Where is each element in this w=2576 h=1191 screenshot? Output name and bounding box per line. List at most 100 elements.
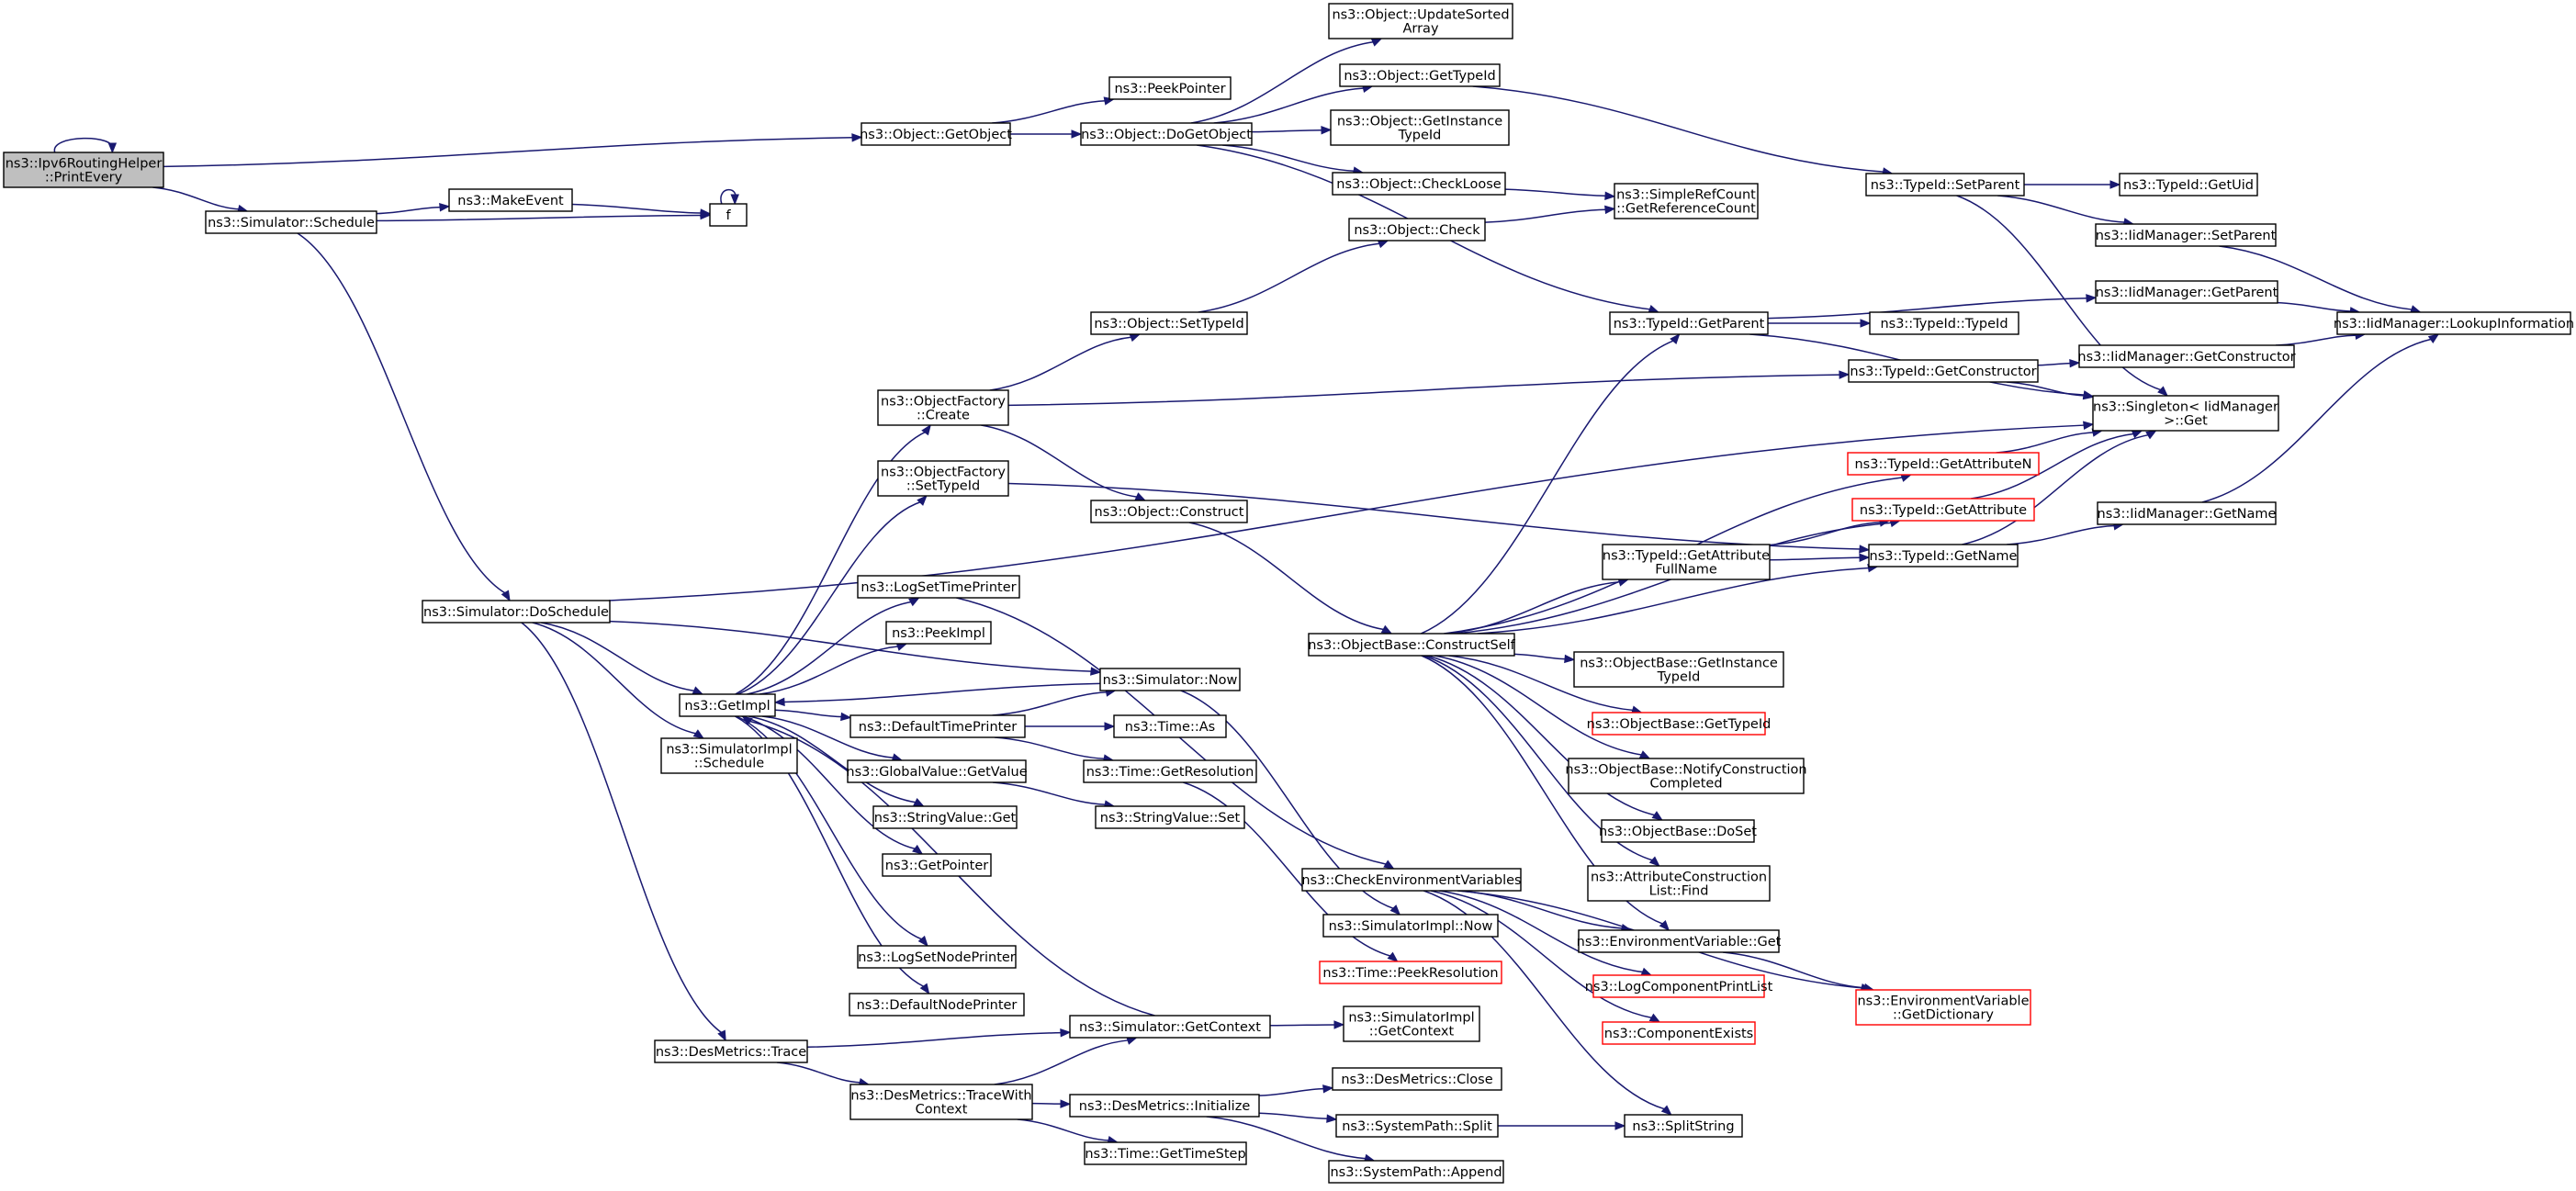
node-ns3-time-gettimestep[interactable]: ns3::Time::GetTimeStep — [1084, 1141, 1247, 1165]
node-ns3-objectfactory-create[interactable]: ns3::ObjectFactory::Create — [877, 389, 1009, 426]
node-ns3-splitstring[interactable]: ns3::SplitString — [1624, 1114, 1743, 1138]
edge-gettresolution-to-peekresolution — [1183, 781, 1399, 962]
node-ns3-makeevent[interactable]: ns3::MakeEvent — [448, 188, 573, 212]
node-ns3-simulator-doschedule[interactable]: ns3::Simulator::DoSchedule — [422, 600, 611, 624]
node-ns3-defaulttimeprinter[interactable]: ns3::DefaultTimePrinter — [849, 714, 1026, 738]
node-ns3-typeid-getconstructor[interactable]: ns3::TypeId::GetConstructor — [1848, 359, 2039, 383]
node-ns3-object-getobject[interactable]: ns3::Object::GetObject — [860, 122, 1012, 146]
node-ns3-ipv6routinghelper-printevery[interactable]: ns3::Ipv6RoutingHelper::PrintEvery — [3, 152, 164, 188]
edge-getconstructor-to-singletonget — [2006, 381, 2095, 400]
node-label: ns3::SimulatorImpl::Now — [1329, 919, 1493, 934]
node-box — [1084, 1141, 1247, 1165]
node-ns3-objectbase-constructself[interactable]: ns3::ObjectBase::ConstructSelf — [1308, 633, 1516, 657]
node-ns3-systempath-append[interactable]: ns3::SystemPath::Append — [1328, 1160, 1504, 1184]
node-ns3-componentexists[interactable]: ns3::ComponentExists — [1602, 1021, 1756, 1045]
edge-checkloose-to-getrefcount — [1504, 188, 1616, 200]
node-box — [1322, 914, 1499, 938]
node-ns3-logsettimeprinter[interactable]: ns3::LogSetTimePrinter — [857, 575, 1020, 599]
edge-defaulttimeprinter-to-simnow — [992, 688, 1117, 716]
node-ns3-objectbase-doset[interactable]: ns3::ObjectBase::DoSet — [1599, 819, 1757, 843]
edge-tracewithcontext-to-timegettimestep — [1017, 1118, 1119, 1145]
node-ns3-typeid-getattributen[interactable]: ns3::TypeId::GetAttributeN — [1847, 452, 2040, 476]
node-label: TypeId — [1398, 129, 1442, 143]
node-ns3-iidmanager-setparent[interactable]: ns3::IidManager::SetParent — [2095, 223, 2277, 247]
node-ns3-stringvalue-get[interactable]: ns3::StringValue::Get — [872, 805, 1018, 829]
node-ns3-simulatorimpl-now[interactable]: ns3::SimulatorImpl::Now — [1322, 914, 1499, 938]
node-ns3-objectbase-gettypeid[interactable]: ns3::ObjectBase::GetTypeId — [1587, 712, 1772, 736]
node-ns3-object-dogetobject[interactable]: ns3::Object::DoGetObject — [1080, 122, 1253, 146]
node-ns3-time-getresolution[interactable]: ns3::Time::GetResolution — [1083, 759, 1257, 783]
node-ns3-typeid-setparent[interactable]: ns3::TypeId::SetParent — [1865, 173, 2025, 197]
node-ns3-globalvalue-getvalue[interactable]: ns3::GlobalValue::GetValue — [846, 759, 1028, 783]
node-ns3-object-construct[interactable]: ns3::Object::Construct — [1090, 500, 1248, 523]
edge-setparent-to-getuid — [2024, 180, 2121, 189]
node-ns3-iidmanager-lookupinformation[interactable]: ns3::IidManager::LookupInformation — [2334, 311, 2574, 335]
node-label: TypeId — [1657, 670, 1701, 685]
node-ns3-objectfactory-settypeid[interactable]: ns3::ObjectFactory::SetTypeId — [877, 460, 1009, 497]
node-box — [205, 210, 377, 234]
node-ns3-logsetnodeprinter[interactable]: ns3::LogSetNodePrinter — [857, 945, 1017, 969]
edge-doschedule-to-destrace — [521, 622, 726, 1042]
node-ns3-peekpointer[interactable]: ns3::PeekPointer — [1108, 76, 1232, 100]
node-label: ns3::ObjectFactory — [881, 395, 1006, 410]
node-ns3-desmetrics-close[interactable]: ns3::DesMetrics::Close — [1332, 1067, 1502, 1091]
node-ns3-desmetrics-initialize[interactable]: ns3::DesMetrics::Initialize — [1069, 1094, 1260, 1118]
node-ns3-peekimpl[interactable]: ns3::PeekImpl — [885, 621, 992, 645]
node-ns3-iidmanager-getparent[interactable]: ns3::IidManager::GetParent — [2095, 280, 2278, 304]
node-ns3-object-check[interactable]: ns3::Object::Check — [1348, 218, 1486, 242]
node-ns3-simulatorimpl-getcontext[interactable]: ns3::SimulatorImpl::GetContext — [1343, 1006, 1480, 1042]
edge-constructself-to-obgettypeid — [1448, 655, 1643, 714]
node-ns3-iidmanager-getname[interactable]: ns3::IidManager::GetName — [2097, 501, 2277, 525]
edge-dogetobject-to-checkloose — [1222, 144, 1365, 175]
node-ns3-object-gettypeid[interactable]: ns3::Object::GetTypeId — [1339, 63, 1501, 87]
node-ns3-iidmanager-getconstructor[interactable]: ns3::IidManager::GetConstructor — [2077, 344, 2296, 368]
node-ns3-typeid-getname[interactable]: ns3::TypeId::GetName — [1868, 544, 2019, 567]
node-ns3-objectbase-notifyconstructioncompleted[interactable]: ns3::ObjectBase::NotifyConstructionCompl… — [1565, 758, 1807, 794]
node-box — [1602, 1021, 1756, 1045]
node-box — [1095, 805, 1245, 829]
node-label: ns3::DefaultNodePrinter — [857, 998, 1018, 1013]
node-f[interactable]: f — [709, 203, 748, 227]
node-ns3-typeid-getuid[interactable]: ns3::TypeId::GetUid — [2119, 173, 2258, 197]
node-ns3-environmentvariable-getdictionary[interactable]: ns3::EnvironmentVariable::GetDictionary — [1855, 989, 2031, 1026]
node-ns3-simulator-schedule[interactable]: ns3::Simulator::Schedule — [205, 210, 377, 234]
edge-getparent-to-typeidtypeid — [1767, 319, 1872, 328]
node-ns3-simplerefcount-getreferencecount[interactable]: ns3::SimpleRefCount::GetReferenceCount — [1614, 183, 1759, 219]
node-ns3-systempath-split[interactable]: ns3::SystemPath::Split — [1335, 1114, 1499, 1138]
node-label: Array — [1402, 22, 1438, 37]
node-label: ns3::Object::GetTypeId — [1344, 69, 1495, 84]
node-ns3-getpointer[interactable]: ns3::GetPointer — [882, 853, 992, 877]
node-ns3-object-settypeid[interactable]: ns3::Object::SetTypeId — [1090, 311, 1248, 335]
node-ns3-checkenvironmentvariables[interactable]: ns3::CheckEnvironmentVariables — [1301, 868, 1522, 892]
node-ns3-typeid-getparent[interactable]: ns3::TypeId::GetParent — [1609, 311, 1769, 335]
node-ns3-object-checkloose[interactable]: ns3::Object::CheckLoose — [1332, 172, 1506, 196]
node-ns3-simulator-getcontext[interactable]: ns3::Simulator::GetContext — [1069, 1015, 1271, 1039]
node-box — [660, 737, 798, 774]
node-ns3-desmetrics-trace[interactable]: ns3::DesMetrics::Trace — [654, 1039, 808, 1063]
node-ns3-environmentvariable-get[interactable]: ns3::EnvironmentVariable::Get — [1577, 929, 1782, 953]
node-ns3-time-as[interactable]: ns3::Time::As — [1113, 714, 1227, 738]
node-label: ns3::Ipv6RoutingHelper — [6, 157, 163, 172]
node-ns3-getimpl[interactable]: ns3::GetImpl — [679, 693, 776, 717]
node-ns3-logcomponentprintlist[interactable]: ns3::LogComponentPrintList — [1585, 974, 1773, 998]
node-ns3-typeid-typeid[interactable]: ns3::TypeId::TypeId — [1869, 311, 2019, 335]
node-ns3-singleton-iidmanager-get[interactable]: ns3::Singleton< IidManager >::Get — [2092, 395, 2279, 432]
node-ns3-defaultnodeprinter[interactable]: ns3::DefaultNodePrinter — [849, 993, 1025, 1017]
node-box — [1335, 1114, 1499, 1138]
node-label: ns3::PeekImpl — [892, 626, 985, 641]
node-label: ns3::DesMetrics::TraceWith — [850, 1089, 1031, 1104]
edge-checkenv-to-logcomponentprintlist — [1438, 890, 1653, 976]
node-ns3-time-peekresolution[interactable]: ns3::Time::PeekResolution — [1319, 961, 1502, 984]
node-ns3-simulator-now[interactable]: ns3::Simulator::Now — [1099, 668, 1241, 691]
node-ns3-typeid-getattribute[interactable]: ns3::TypeId::GetAttribute — [1851, 498, 2035, 522]
node-ns3-simulatorimpl-schedule[interactable]: ns3::SimulatorImpl::Schedule — [660, 737, 798, 774]
edge-typeidgetname-to-iidgetname — [2007, 522, 2125, 545]
edge-checkenv-to-componentexists — [1430, 890, 1661, 1023]
node-ns3-stringvalue-set[interactable]: ns3::StringValue::Set — [1095, 805, 1245, 829]
